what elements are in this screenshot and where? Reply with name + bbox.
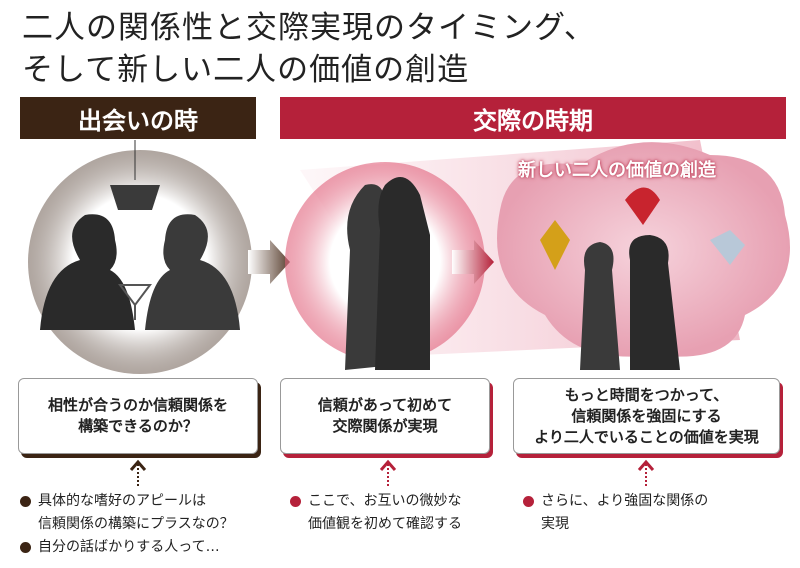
bullet-item: さらに、より強固な関係の <box>523 490 708 513</box>
bullet-dot-icon <box>20 496 31 507</box>
yellow-gem-icon <box>540 220 570 270</box>
box-meeting: 相性が合うのか信頼関係を構築できるのか？ <box>18 378 258 454</box>
box-line: 構築できるのか？ <box>78 417 198 435</box>
bullet-text: ここで、お互いの微妙な <box>308 493 462 509</box>
header-dating: 交際の時期 <box>280 97 786 139</box>
chandelier-icon <box>110 185 160 210</box>
bullet-text: さらに、より強固な関係の <box>541 493 709 509</box>
bullet-item: 具体的な嗜好のアピールは <box>20 490 234 513</box>
arrow-right-icon <box>248 240 290 284</box>
arrow-right-icon-2 <box>452 240 494 284</box>
bullets-meeting: 具体的な嗜好のアピールは 信頼関係の構築にプラスなの？ 自分の話ばかりする人って… <box>20 490 234 559</box>
bullets-value: さらに、より強固な関係の 実現 <box>523 490 708 536</box>
title-line-1: 二人の関係性と交際実現のタイミング、 <box>22 10 596 46</box>
bullet-text: 実現 <box>541 516 569 532</box>
woman-silhouette <box>145 214 240 330</box>
man-silhouette-3 <box>629 235 680 370</box>
bullet-item: ここで、お互いの微妙な <box>290 490 462 513</box>
bullet-text: 具体的な嗜好のアピールは <box>38 493 206 509</box>
bullet-item: 自分の話ばかりする人って… <box>20 536 234 559</box>
bullet-dot-icon <box>290 496 301 507</box>
box-line: 交際関係が実現 <box>332 417 438 435</box>
box-line: 相性が合うのか信頼関係を <box>47 396 228 414</box>
diamond-icon <box>710 230 745 265</box>
arrow-up-icon <box>129 459 147 488</box>
box-line: もっと時間をつかって、 <box>564 385 729 404</box>
arrow-up-icon <box>379 459 397 488</box>
bullet-dot-icon <box>20 542 31 553</box>
box-line: 信頼関係を強固にする <box>571 406 722 425</box>
arrow-up-icon <box>637 459 655 488</box>
header-meeting: 出会いの時 <box>20 97 256 139</box>
box-value: もっと時間をつかって、信頼関係を強固にするより二人でいることの価値を実現 <box>513 378 780 454</box>
box-line: より二人でいることの価値を実現 <box>534 427 759 446</box>
bullets-dating: ここで、お互いの微妙な 価値観を初めて確認する <box>290 490 462 536</box>
box-line: 信頼があって初めて <box>317 396 453 414</box>
value-caption: 新しい二人の価値の創造 <box>518 160 716 181</box>
heart-gem-icon <box>625 187 660 225</box>
title-line-2: そして新しい二人の価値の創造 <box>22 52 470 88</box>
box-dating: 信頼があって初めて交際関係が実現 <box>280 378 490 454</box>
man-silhouette-2 <box>375 177 430 370</box>
bullet-text: 価値観を初めて確認する <box>308 516 462 532</box>
bullet-text: 自分の話ばかりする人って… <box>38 539 220 555</box>
woman-silhouette-3 <box>580 242 620 370</box>
man-silhouette <box>40 214 135 330</box>
illustration <box>28 140 790 374</box>
bullet-dot-icon <box>523 496 534 507</box>
meeting-scene-circle <box>28 150 252 374</box>
glasses-icon <box>118 284 152 320</box>
bullet-text: 信頼関係の構築にプラスなの？ <box>38 516 234 532</box>
